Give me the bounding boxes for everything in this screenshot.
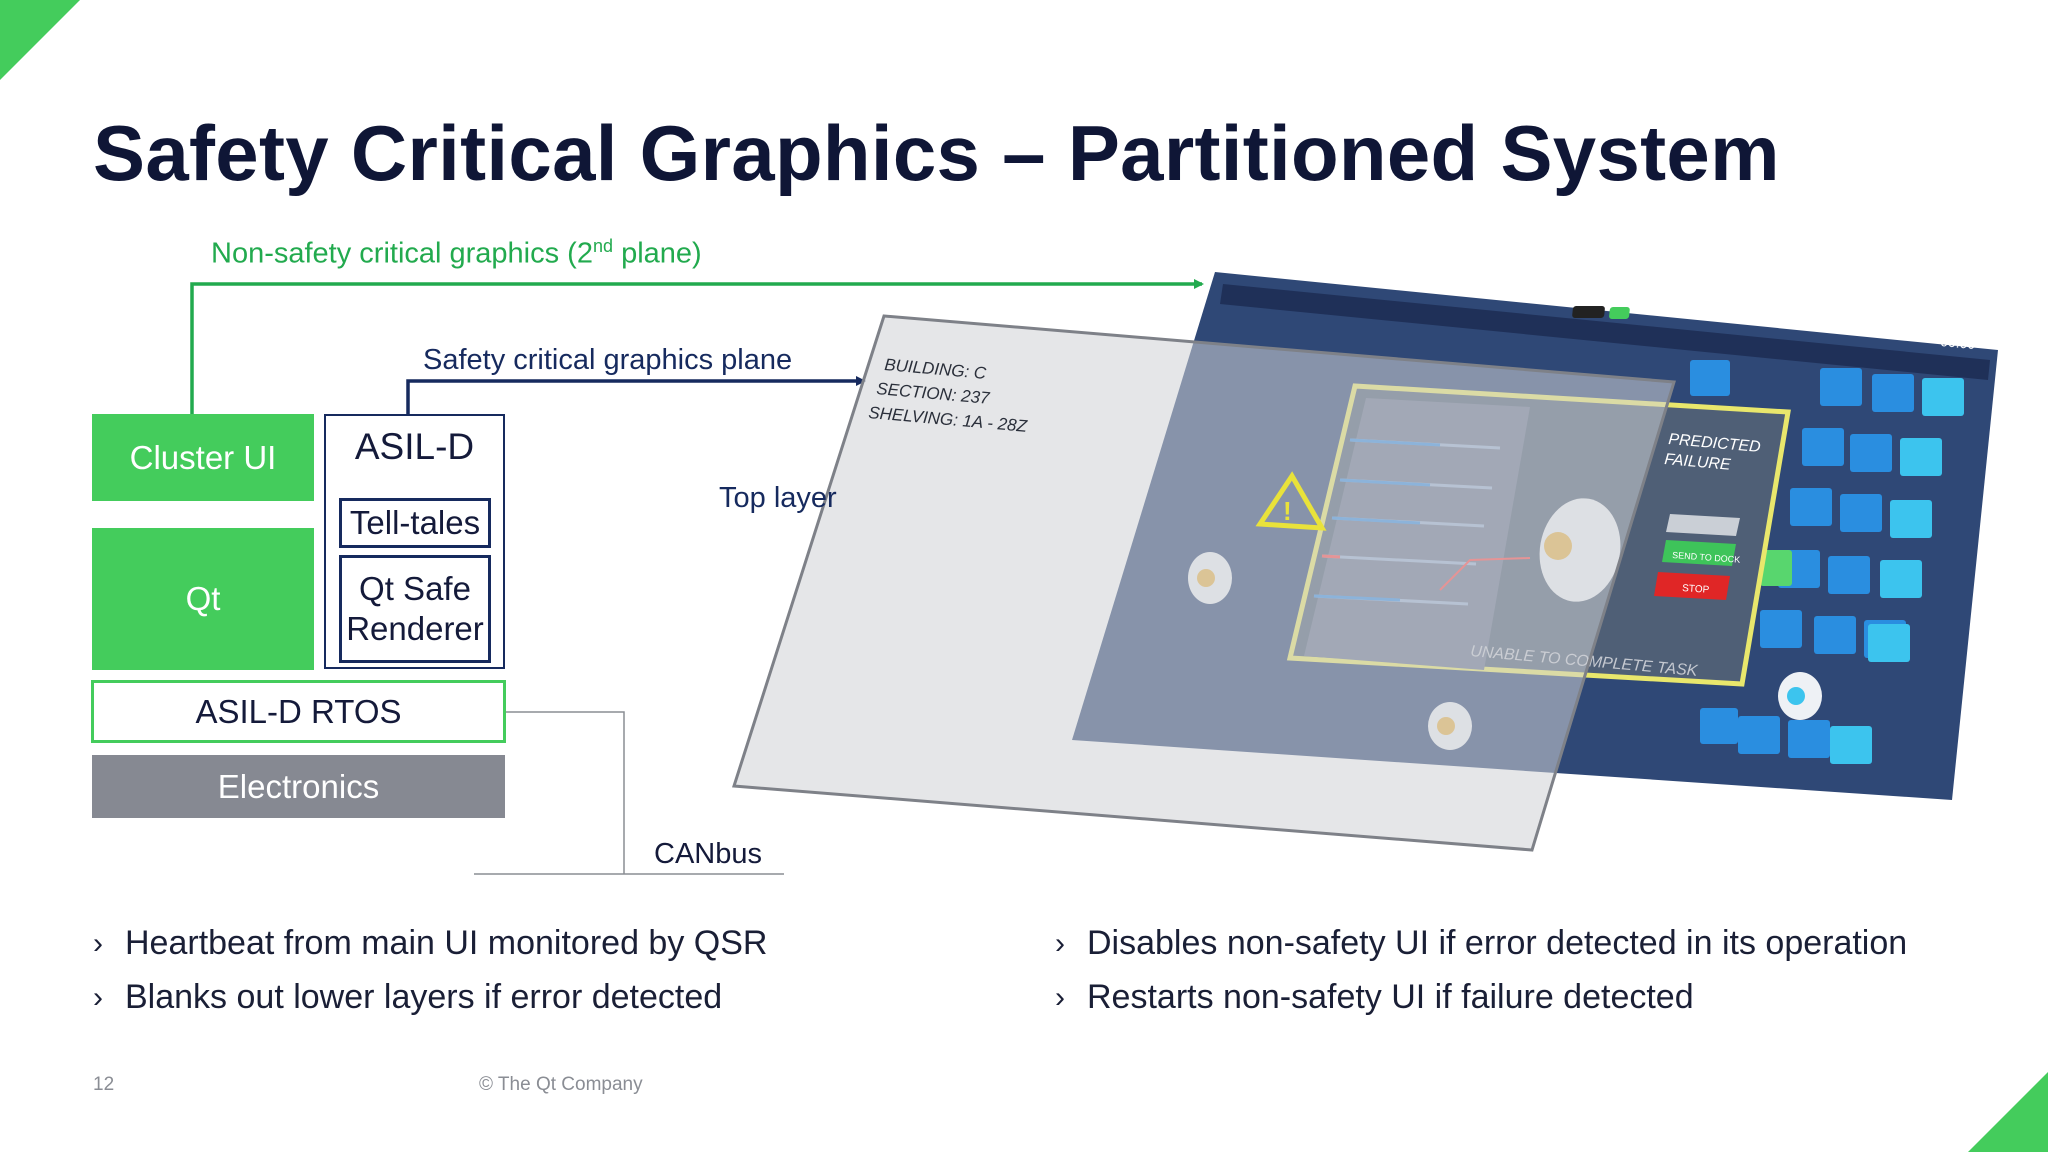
bullet-right-2: › Restarts non-safety UI if failure dete… (1055, 978, 1694, 1016)
send-to-dock-button (1662, 540, 1736, 566)
asil-d-rtos-box: ASIL-D RTOS (91, 680, 506, 743)
safety-plane-arrow (406, 376, 866, 414)
safety-plane-label: Safety critical graphics plane (423, 344, 793, 376)
canbus-label: CANbus (654, 838, 762, 870)
bullet-left-1: › Heartbeat from main UI monitored by QS… (93, 924, 768, 962)
bullet-right-1: › Disables non-safety UI if error detect… (1055, 924, 1908, 962)
svg-text:SEND TO DOCK: SEND TO DOCK (1672, 550, 1741, 565)
page-number: 12 (93, 1074, 115, 1095)
display-illustration: 00:00 (731, 272, 1998, 852)
stop-button (1654, 572, 1730, 600)
top-layer-label: Top layer (719, 482, 837, 514)
non-safety-arrow (190, 279, 1204, 414)
qt-safe-renderer-line1: Qt Safe (359, 570, 471, 607)
bullet-left-2: › Blanks out lower layers if error detec… (93, 978, 723, 1016)
svg-text:FAILURE: FAILURE (1664, 451, 1732, 474)
chevron-icon: › (93, 980, 103, 1014)
chevron-icon: › (1055, 980, 1065, 1014)
svg-text:!: ! (1283, 496, 1292, 526)
qt-safe-renderer-box: Qt Safe Renderer (339, 555, 491, 663)
clock-text: 00:00 (1940, 333, 1977, 352)
electronics-box: Electronics (92, 755, 505, 818)
non-safety-graphics-label: Non-safety critical graphics (2nd plane) (211, 236, 702, 270)
canbus-line (506, 711, 625, 874)
qt-safe-renderer-line2: Renderer (346, 610, 484, 647)
cluster-ui-box: Cluster UI (92, 414, 314, 501)
safety-plane (731, 314, 1676, 852)
asil-d-label: ASIL-D (354, 426, 475, 467)
corner-accent-top-left (0, 0, 80, 80)
tell-tales-box: Tell-tales (339, 498, 491, 548)
corner-accent-bottom-right (1968, 1072, 2048, 1152)
chevron-icon: › (93, 926, 103, 960)
asil-d-box: ASIL-D Tell-tales Qt Safe Renderer (324, 414, 505, 669)
qt-box: Qt (92, 528, 314, 670)
chevron-icon: › (1055, 926, 1065, 960)
slide-title: Safety Critical Graphics – Partitioned S… (93, 109, 1780, 197)
copyright: © The Qt Company (479, 1074, 643, 1095)
warning-icon (1255, 471, 1327, 531)
svg-text:STOP: STOP (1682, 583, 1710, 596)
